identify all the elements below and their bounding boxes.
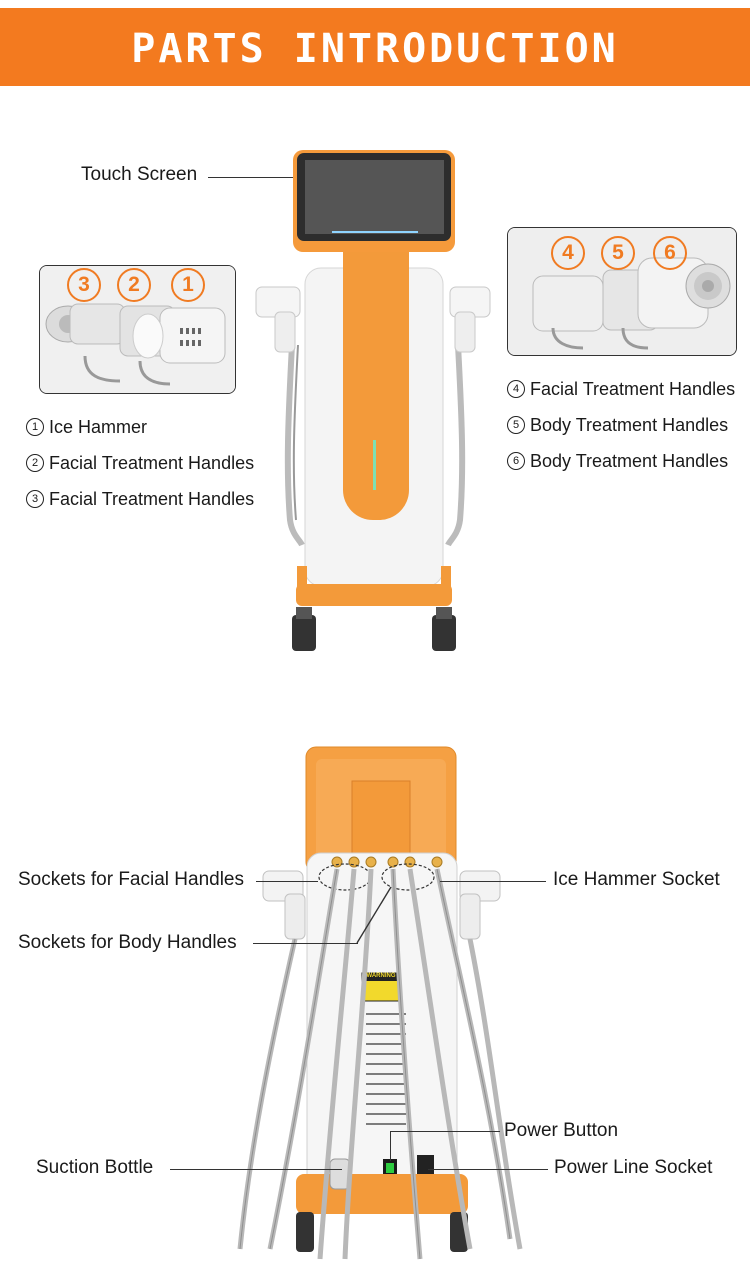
inset-number-3: 3 (67, 268, 101, 302)
list-item: 3 Facial Treatment Handles (26, 481, 254, 517)
machine-back-illustration (237, 746, 523, 1260)
item-label: Body Treatment Handles (530, 414, 729, 435)
inset-number-5: 5 (601, 236, 635, 270)
power-button-label: Power Button (504, 1120, 619, 1141)
item-label: Facial Treatment Handles (49, 488, 255, 509)
warning-label-text: WARNING (366, 973, 396, 979)
ice-hammer-socket-leader (440, 881, 546, 883)
ice-hammer-socket-label: Ice Hammer Socket (553, 869, 720, 890)
touch-screen-leader (208, 177, 293, 179)
page-title: PARTS INTRODUCTION (131, 26, 619, 72)
list-item: 1 Ice Hammer (26, 409, 254, 445)
facial-sockets-leader (256, 881, 318, 883)
item-number: 5 (507, 416, 525, 434)
list-item: 5 Body Treatment Handles (507, 407, 735, 443)
handles-right-image (508, 228, 736, 355)
inset-number-2: 2 (117, 268, 151, 302)
inset-number-1: 1 (171, 268, 205, 302)
machine-front-illustration (255, 150, 491, 651)
header-banner: PARTS INTRODUCTION (0, 8, 750, 86)
suction-bottle-leader (170, 1169, 342, 1171)
item-number: 3 (26, 490, 44, 508)
item-label: Facial Treatment Handles (49, 452, 255, 473)
list-item: 6 Body Treatment Handles (507, 443, 735, 479)
suction-bottle-label: Suction Bottle (36, 1157, 154, 1178)
facial-sockets-label: Sockets for Facial Handles (18, 869, 244, 890)
touch-screen-label: Touch Screen (81, 164, 198, 185)
body-sockets-label: Sockets for Body Handles (18, 932, 237, 953)
item-number: 4 (507, 380, 525, 398)
body-sockets-leader (253, 943, 358, 945)
item-number: 2 (26, 454, 44, 472)
item-number: 1 (26, 418, 44, 436)
inset-number-6: 6 (653, 236, 687, 270)
list-item: 2 Facial Treatment Handles (26, 445, 254, 481)
body-sockets-leader-diagonal (356, 886, 392, 944)
item-label: Body Treatment Handles (530, 450, 729, 471)
inset-number-4: 4 (551, 236, 585, 270)
item-label: Facial Treatment Handles (530, 378, 736, 399)
power-button-leader (390, 1131, 500, 1133)
power-line-socket-leader (428, 1169, 548, 1171)
power-line-socket-label: Power Line Socket (554, 1157, 713, 1178)
item-label: Ice Hammer (49, 416, 148, 437)
power-button-leader-vertical (390, 1131, 392, 1161)
list-item: 4 Facial Treatment Handles (507, 371, 735, 407)
item-number: 6 (507, 452, 525, 470)
